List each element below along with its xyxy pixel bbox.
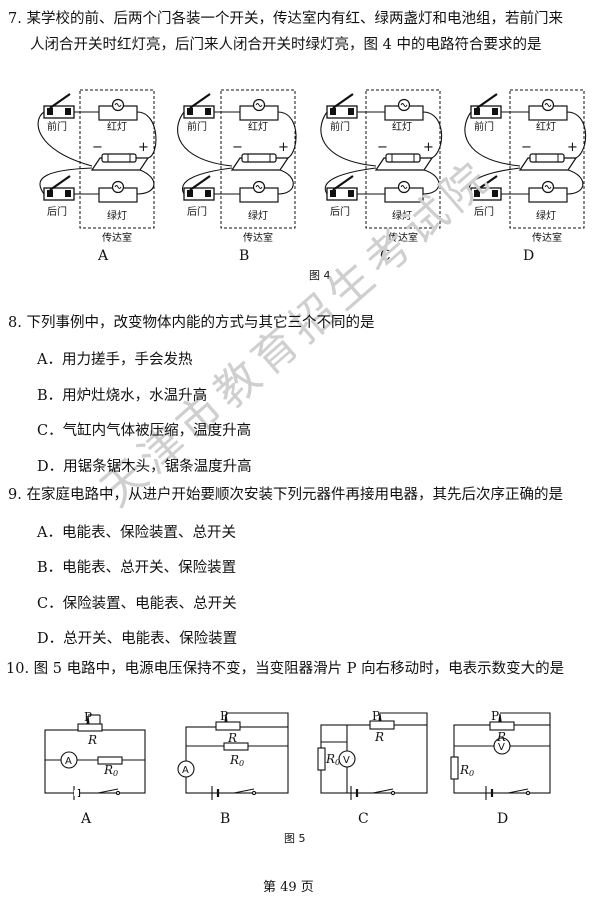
label-r0: R0 (325, 752, 340, 767)
figure-4-caption: 图 4 (309, 269, 331, 282)
option-b: B．用炉灶烧水，水温升高 (37, 388, 208, 404)
option-c: C．保险装置、电能表、总开关 (37, 596, 237, 612)
figure-5-caption: 图 5 (284, 832, 306, 845)
label-front-door: 前门 (474, 120, 494, 133)
option-a: A．用力搓手，手会发热 (37, 352, 193, 368)
label-plus: + (423, 140, 434, 155)
question-stem: 在家庭电路中，从进户开始要顺次安装下列元器件再接用电器，其先后次序正确的是 (26, 487, 563, 503)
label-back-door: 后门 (47, 205, 67, 218)
option-letter-c: C (380, 248, 391, 264)
voltmeter-symbol: V (343, 755, 350, 766)
label-minus: − (377, 140, 388, 155)
circuit-option-c (317, 712, 428, 800)
label-room: 传达室 (102, 231, 132, 244)
option-a: A．电能表、保险装置、总开关 (37, 525, 236, 541)
label-r: R (496, 730, 506, 744)
option-letter-c: C (358, 811, 369, 827)
label-r0: R0 (459, 763, 474, 778)
label-plus: + (567, 140, 578, 155)
label-plus: + (138, 140, 149, 155)
circuit-option-c (320, 89, 443, 229)
question-number: 10. (6, 661, 30, 677)
label-back-door: 后门 (474, 205, 494, 218)
question-number: 9. (8, 487, 22, 503)
label-front-door: 前门 (330, 120, 350, 133)
question-number: 8. (8, 315, 22, 331)
label-p: P (220, 709, 228, 723)
question-10: 10. 图 5 电路中，电源电压保持不变，当变阻器滑片 P 向右移动时，电表示数… (6, 656, 564, 682)
label-minus: − (232, 140, 243, 155)
page-number: 第 49 页 (263, 880, 314, 895)
label-front-door: 前门 (187, 120, 207, 133)
circuit-option-a (44, 714, 146, 800)
option-letter-d: D (523, 248, 534, 264)
ammeter-symbol: A (65, 756, 72, 767)
label-p: P (491, 709, 499, 723)
option-letter-a: A (80, 811, 92, 827)
label-room: 传达室 (532, 231, 562, 244)
option-c: C．气缸内气体被压缩，温度升高 (37, 423, 252, 439)
label-r: R (87, 733, 97, 747)
option-letter-b: B (239, 248, 249, 264)
label-front-door: 前门 (47, 120, 67, 133)
label-room: 传达室 (388, 231, 418, 244)
question-7: 7. 某学校的前、后两个门各装一个开关，传达室内有红、绿两盏灯和电池组，若前门来… (8, 6, 563, 58)
label-back-door: 后门 (187, 205, 207, 218)
circuit-option-b (177, 89, 297, 229)
label-room: 传达室 (243, 231, 273, 244)
label-green-light: 绿灯 (392, 209, 412, 222)
question-stem-line-1: 某学校的前、后两个门各装一个开关，传达室内有红、绿两盏灯和电池组，若前门来 (26, 11, 563, 27)
option-letter-b: B (220, 811, 230, 827)
label-red-light: 红灯 (536, 120, 556, 133)
option-d: D．总开关、电能表、保险装置 (37, 631, 238, 647)
question-stem-line-2: 人闭合开关时红灯亮，后门来人闭合开关时绿灯亮，图 4 中的电路符合要求的是 (30, 37, 542, 53)
label-green-light: 绿灯 (107, 209, 127, 222)
label-r: R (227, 731, 237, 745)
label-p: P (84, 710, 92, 724)
ammeter-symbol: A (182, 765, 189, 776)
circuit-option-b (177, 712, 289, 800)
label-p: P (372, 709, 380, 723)
label-minus: − (521, 140, 532, 155)
question-8: 8. 下列事例中，改变物体内能的方式与其它三个不同的是 (8, 310, 374, 336)
label-plus: + (278, 140, 289, 155)
label-green-light: 绿灯 (248, 209, 268, 222)
circuit-option-d (464, 89, 587, 229)
label-back-door: 后门 (330, 205, 350, 218)
voltmeter-symbol: V (498, 742, 505, 753)
label-r0: R0 (229, 753, 244, 768)
circuit-option-d (450, 712, 551, 800)
label-red-light: 红灯 (248, 120, 268, 133)
option-letter-d: D (497, 811, 508, 827)
question-stem: 下列事例中，改变物体内能的方式与其它三个不同的是 (26, 315, 375, 331)
label-r: R (374, 730, 384, 744)
figure-4: 前门 后门 红灯 绿灯 − + 传达室 前门 后门 红灯 绿灯 − + 传达室 … (37, 89, 587, 282)
option-d: D．用锯条锯木头，锯条温度升高 (37, 459, 252, 475)
question-stem: 图 5 电路中，电源电压保持不变，当变阻器滑片 P 向右移动时，电表示数变大的是 (33, 661, 565, 677)
label-green-light: 绿灯 (536, 209, 556, 222)
label-minus: − (92, 140, 103, 155)
label-r0: R0 (103, 763, 118, 778)
option-b: B．电能表、总开关、保险装置 (37, 560, 237, 576)
label-red-light: 红灯 (107, 120, 127, 133)
question-number: 7. (8, 11, 22, 27)
question-9: 9. 在家庭电路中，从进户开始要顺次安装下列元器件再接用电器，其先后次序正确的是 (8, 482, 563, 508)
option-letter-a: A (97, 248, 109, 264)
label-red-light: 红灯 (392, 120, 412, 133)
circuit-option-a (37, 89, 157, 229)
